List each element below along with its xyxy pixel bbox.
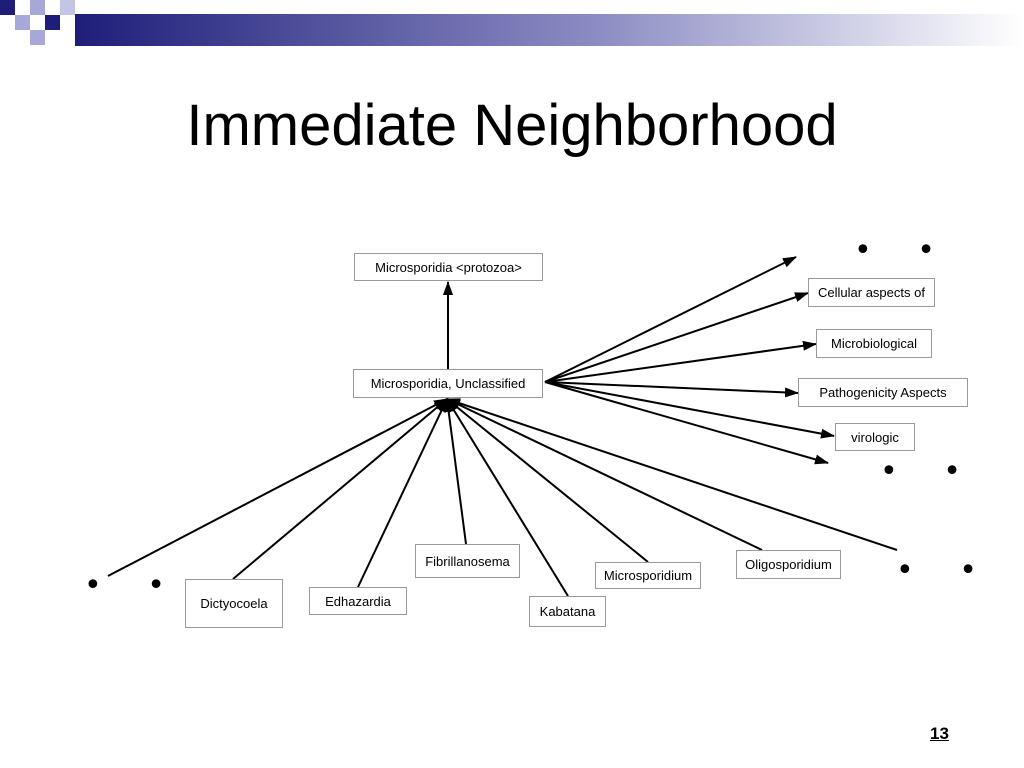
node-virologic: virologic [835, 423, 915, 451]
edge-from-oligosporidium [446, 398, 763, 551]
edge-from-ellipsis-bottom-right [446, 398, 898, 551]
edge-from-dictyocoela [232, 398, 448, 580]
edge-from-ellipsis-left [107, 398, 448, 577]
slide-title: Immediate Neighborhood [186, 93, 838, 158]
node-oligosporidium: Oligosporidium [736, 550, 841, 579]
node-dictyocoela: Dictyocoela [185, 579, 283, 628]
node-cellular-aspects: Cellular aspects of [808, 278, 935, 307]
page-number: 13 [930, 724, 949, 743]
ellipsis-right: • • [880, 454, 979, 489]
edge-from-microsporidium [446, 398, 649, 563]
edge-to-cellular [544, 292, 809, 383]
edge-to-ellipsis-right [544, 381, 829, 465]
ellipsis-top-right: • • [854, 233, 953, 268]
node-pathogenicity-aspects: Pathogenicity Aspects [798, 378, 968, 407]
ellipsis-left: • • [84, 568, 183, 603]
edge-to-ellipsis-top [544, 256, 797, 383]
node-edhazardia: Edhazardia [309, 587, 407, 615]
node-center: Microsporidia, Unclassified [353, 369, 543, 398]
node-parent: Microsporidia <protozoa> [354, 253, 543, 281]
edge-to-pathogenicity [544, 381, 799, 398]
ellipsis-bottom-right: • • [896, 553, 995, 588]
edge-from-kabatana [446, 398, 569, 597]
edge-to-virologic [544, 381, 835, 439]
edge-to-microbiological [544, 340, 817, 383]
node-kabatana: Kabatana [529, 596, 606, 627]
node-microsporidium: Microsporidium [595, 562, 701, 589]
node-fibrillanosema: Fibrillanosema [415, 544, 520, 578]
header-decoration [0, 0, 1024, 46]
node-microbiological: Microbiological [816, 329, 932, 358]
edge-from-fibrillanosema [443, 398, 467, 545]
edge-from-edhazardia [357, 398, 448, 588]
